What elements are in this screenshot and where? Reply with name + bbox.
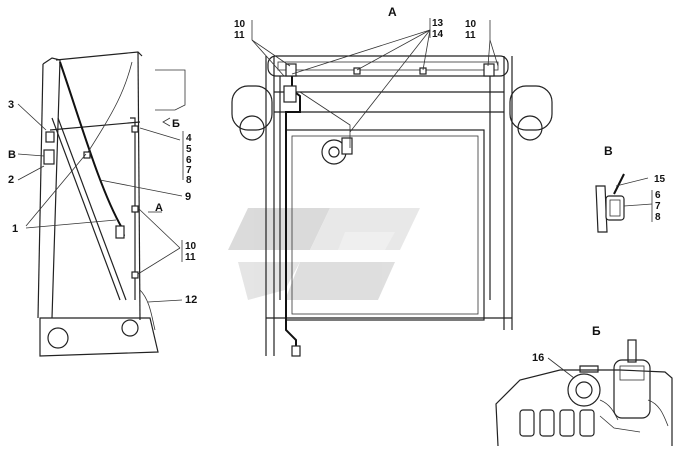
bracket [595, 185, 608, 233]
label-8-v: 8 [655, 212, 661, 223]
label-v-side: В [8, 149, 16, 161]
label-16: 16 [532, 352, 544, 364]
wire [613, 173, 625, 195]
terminal-4 [579, 409, 595, 437]
label-6: 6 [186, 155, 192, 166]
terminal-3 [559, 409, 575, 437]
detail-v [595, 173, 653, 233]
label-4: 4 [186, 133, 192, 144]
side-leaders [17, 103, 184, 303]
top-beam [55, 51, 143, 61]
detail-b [495, 339, 673, 447]
terminal-2 [539, 409, 555, 437]
left-upright [42, 57, 61, 319]
switch-body [613, 359, 651, 419]
label-6-v: 6 [655, 190, 661, 201]
label-11-a-right: 11 [465, 30, 476, 41]
view-b-title: Б [592, 324, 601, 338]
label-10-a-right: 10 [465, 19, 477, 30]
view-v-title: В [604, 144, 613, 158]
label-a-arrow: А [155, 202, 163, 214]
label-7: 7 [186, 165, 192, 176]
label-11-side: 11 [185, 252, 196, 263]
label-3: 3 [8, 99, 14, 111]
switch-pin [627, 339, 637, 363]
cable-harness-side [59, 61, 125, 237]
label-14: 14 [432, 29, 444, 40]
label-9: 9 [185, 191, 191, 203]
label-13: 13 [432, 18, 444, 29]
front-leaders [251, 18, 499, 133]
watermark-logo [228, 208, 420, 300]
terminal-1 [519, 409, 535, 437]
label-7-v: 7 [655, 201, 661, 212]
rear-column [137, 51, 141, 321]
label-10-a-left: 10 [234, 19, 246, 30]
view-a-title: А [388, 5, 397, 19]
housing [155, 69, 186, 111]
lamp-socket [567, 373, 601, 407]
label-5: 5 [186, 144, 192, 155]
label-8: 8 [186, 175, 192, 186]
connector-1 [115, 225, 125, 239]
label-15: 15 [654, 174, 666, 185]
label-11-a-left: 11 [234, 30, 245, 41]
top-rail [267, 55, 509, 77]
side-view [37, 51, 186, 357]
label-1: 1 [12, 223, 18, 235]
mount-hole-left [47, 327, 69, 349]
label-2: 2 [8, 174, 14, 186]
mount-hole-right [121, 319, 139, 337]
diagonal-strut [51, 117, 121, 301]
label-12: 12 [185, 294, 197, 306]
front-view [231, 55, 553, 357]
base-plate [39, 317, 159, 357]
connector-v [43, 149, 55, 165]
plug [605, 195, 625, 221]
left-drum [231, 85, 273, 131]
label-10-side: 10 [185, 241, 197, 252]
detail-body [495, 369, 673, 447]
label-b-side: Б [172, 118, 180, 130]
right-drum [509, 85, 553, 131]
connector-end [291, 345, 301, 357]
